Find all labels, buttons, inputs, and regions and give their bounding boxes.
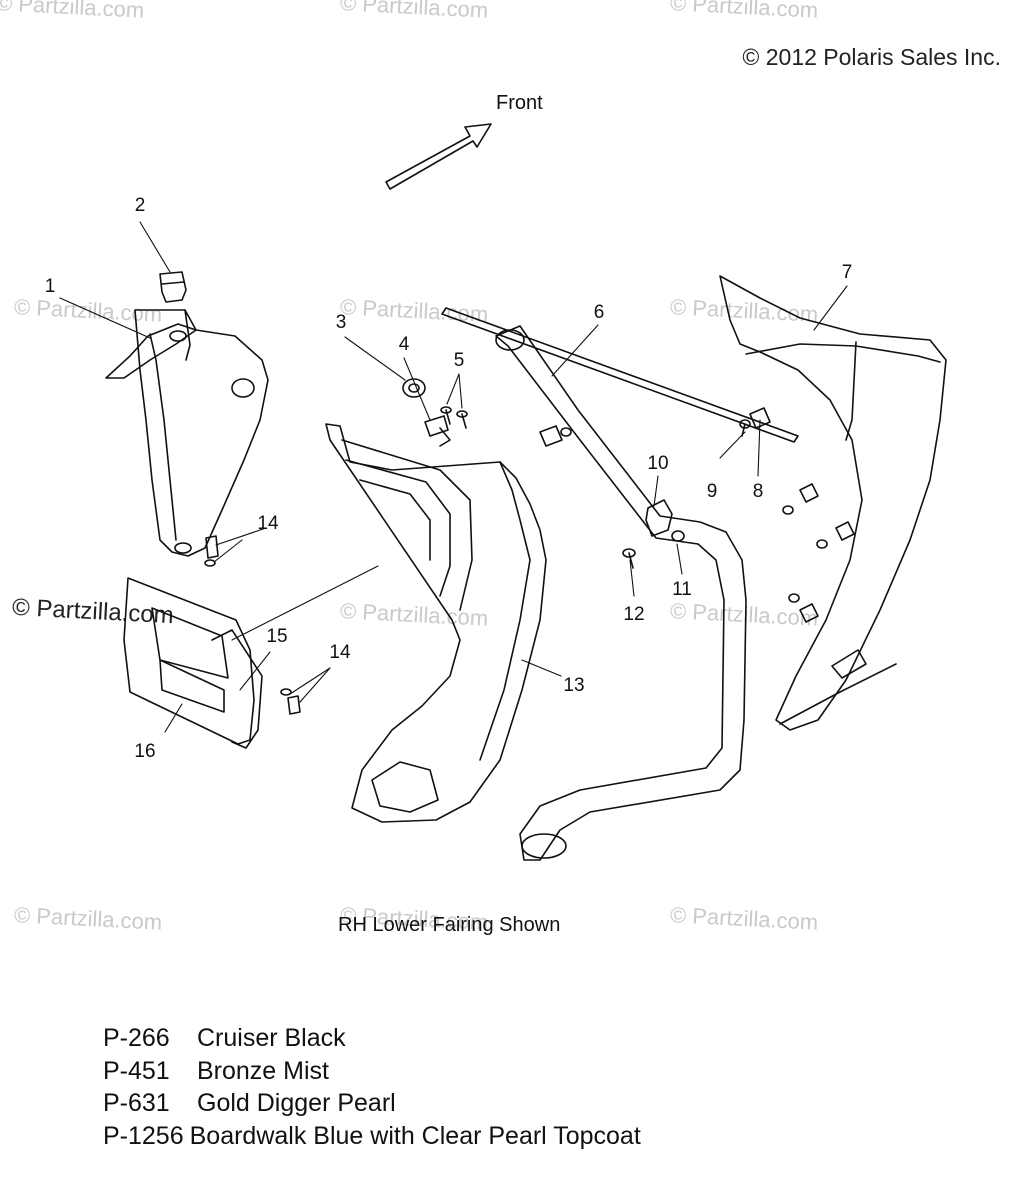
view-caption: RH Lower Fairing Shown [338,914,561,936]
callout-7: 7 [841,262,853,283]
part-7-upper-fairing [719,275,947,731]
part-5-screws [440,406,468,429]
callout-11: 11 [672,579,692,600]
callout-13: 13 [563,675,585,696]
color-name: Bronze Mist [197,1056,329,1085]
fastener-cluster [782,483,855,623]
part-13-lower-fairing [325,423,547,823]
callout-9: 9 [706,481,718,502]
callout-2: 2 [134,195,146,216]
color-name: Gold Digger Pearl [197,1089,396,1117]
part-6-trim-strip [441,307,799,443]
color-code: P-631 [103,1089,170,1117]
part-15-retainer [211,629,263,749]
legend-row: P-266 Cruiser Black [103,1022,641,1055]
part-10-bracket [645,499,673,537]
front-arrow-icon [385,123,492,190]
color-code: P-451 [103,1056,170,1085]
part-4-clip [424,415,451,447]
callout-12: 12 [623,604,645,625]
callout-4: 4 [398,334,410,355]
callout-6: 6 [593,302,605,323]
callout-15: 15 [266,626,288,647]
part-16-vent-cover [123,577,255,745]
callout-10: 10 [647,453,669,474]
part-1-bracket [105,309,269,557]
part-14-fasteners [204,535,301,715]
part-11-nut [671,530,685,542]
callout-3: 3 [335,312,347,333]
legend-row: P-631 Gold Digger Pearl [103,1087,641,1120]
front-label: Front [496,92,543,114]
legend-row: P-451 Bronze Mist [103,1055,641,1088]
color-name: Cruiser Black [197,1024,346,1052]
color-code-legend: P-266 Cruiser Black P-451 Bronze Mist P-63… [103,1022,641,1152]
callout-1: 1 [44,276,56,297]
callout-16: 16 [134,741,156,762]
leader-lines [59,221,848,733]
part-12-screw [622,548,636,569]
callout-8: 8 [752,481,764,502]
callout-14-upper: 14 [257,513,279,534]
copyright-notice: © 2012 Polaris Sales Inc. [742,44,1001,70]
tube-assembly [495,325,747,861]
color-code: P-1256 [103,1121,184,1150]
part-3-grommet [231,378,255,398]
callout-14-lower: 14 [329,642,351,663]
color-code: P-266 [103,1024,170,1052]
part-3-grommet-hole [408,383,420,393]
color-name: Boardwalk Blue with Clear Pearl Topcoat [189,1121,641,1150]
part-3-grommet-shape [402,378,426,398]
callout-5: 5 [453,350,465,371]
part-2-grommet [159,271,187,303]
part-8-clip [749,407,771,429]
